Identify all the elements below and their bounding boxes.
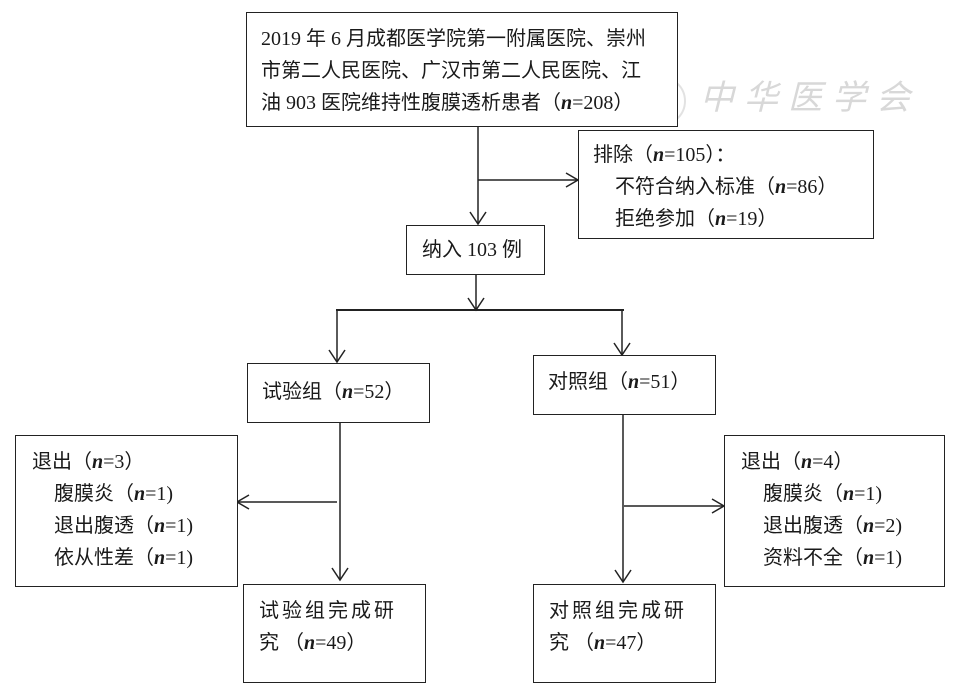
arrowhead-trial	[328, 349, 346, 364]
source-population-box: 2019 年 6 月成都医学院第一附属医院、崇州 市第二人民医院、广汉市第二人民…	[246, 12, 678, 127]
control-withdraw-title: 退出（n=4）	[741, 451, 854, 473]
source-line-1: 2019 年 6 月成都医学院第一附属医院、崇州	[261, 28, 646, 50]
trial-withdraw-box: 退出（n=3） 腹膜炎（n=1) 退出腹透（n=1) 依从性差（n=1)	[15, 435, 238, 587]
watermark-text: 中华医学会	[700, 78, 920, 118]
control-withdraw-item: 腹膜炎（n=1)	[763, 483, 883, 505]
trial-withdraw-item: 依从性差（n=1)	[54, 547, 194, 569]
excluded-item: 不符合纳入标准（n=86）	[615, 176, 838, 198]
trial-withdraw-title: 退出（n=3）	[32, 451, 145, 473]
source-line-3: 油 903 医院维持性腹膜透析患者（n=208）	[261, 92, 634, 114]
trial-withdraw-item: 退出腹透（n=1)	[54, 515, 194, 537]
control-complete-box: 对照组完成研 究 （n=47）	[533, 584, 716, 683]
enrolled-label: 纳入 103 例	[422, 239, 522, 261]
control-group-box: 对照组（n=51）	[533, 355, 716, 415]
trial-withdraw-item: 腹膜炎（n=1)	[54, 483, 174, 505]
control-group-label: 对照组（n=51）	[548, 371, 691, 393]
excluded-item: 拒绝参加（n=19）	[615, 208, 778, 230]
trial-group-label: 试验组（n=52）	[262, 381, 405, 403]
trial-complete-line-1: 试验组完成研	[259, 600, 397, 622]
excluded-title: 排除（n=105）：	[593, 144, 736, 166]
trial-complete-box: 试验组完成研 究 （n=49）	[243, 584, 426, 683]
excluded-box: 排除（n=105）： 不符合纳入标准（n=86） 拒绝参加（n=19）	[578, 130, 874, 239]
arrowhead-enrolled	[469, 211, 487, 226]
source-line-2: 市第二人民医院、广汉市第二人民医院、江	[261, 60, 641, 82]
arrowhead-control-complete	[614, 569, 632, 584]
control-complete-line-2: 究 （n=47）	[549, 632, 657, 654]
control-withdraw-box: 退出（n=4） 腹膜炎（n=1) 退出腹透（n=2) 资料不全（n=1)	[724, 435, 945, 587]
enrolled-box: 纳入 103 例	[406, 225, 545, 275]
control-withdraw-item: 退出腹透（n=2)	[763, 515, 903, 537]
trial-group-box: 试验组（n=52）	[247, 363, 430, 423]
control-withdraw-item: 资料不全（n=1)	[763, 547, 903, 569]
control-complete-line-1: 对照组完成研	[549, 600, 687, 622]
trial-complete-line-2: 究 （n=49）	[259, 632, 367, 654]
arrowhead-trial-complete	[331, 567, 349, 582]
